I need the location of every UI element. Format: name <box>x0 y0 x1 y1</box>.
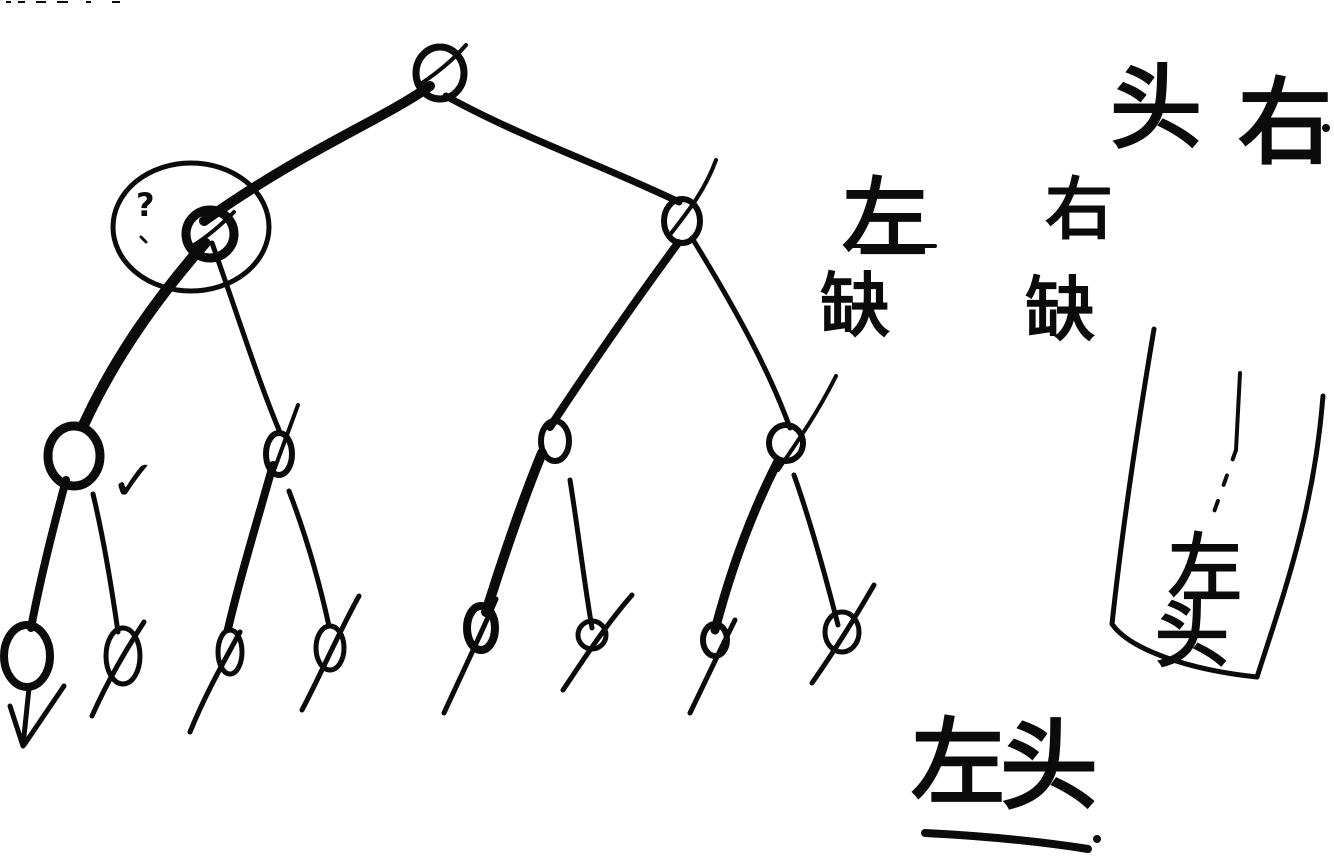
edge-right-lower-right <box>689 235 793 431</box>
edge-l3-b <box>90 491 121 635</box>
root-node <box>412 43 468 103</box>
right-missing-top: 右 <box>1045 171 1113 250</box>
bottom-underline <box>921 829 1092 853</box>
edge-l3-e <box>481 448 547 617</box>
edge-l3-c <box>224 461 277 633</box>
stack-head-label: 头 <box>1155 592 1229 678</box>
tree-nodes: ? <box>0 43 877 749</box>
edge-root-right <box>442 92 683 206</box>
top-left-remnant <box>6 1 120 3</box>
bottom-left-label: 左 <box>911 709 1005 818</box>
missing-labels: 左 缺 右 缺 <box>820 169 1113 351</box>
edge-left-secondleft <box>209 240 282 433</box>
leaf-node-4 <box>299 593 362 713</box>
question-circle: ? <box>110 160 272 294</box>
queue-top-labels: 头 右 <box>1110 55 1332 178</box>
bottom-answer: 左 头 <box>911 709 1101 853</box>
leaf-node-8 <box>809 582 877 686</box>
right-child-node <box>661 158 718 246</box>
edge-l3-a <box>27 476 70 632</box>
level3-node-2 <box>263 403 300 478</box>
stack-container: 左 头 <box>1109 326 1326 680</box>
leaf-node-2 <box>89 619 147 719</box>
edge-right-lower-left <box>546 239 682 431</box>
level3-node-4 <box>766 374 838 472</box>
edge-l3-d <box>286 488 332 629</box>
head-label: 头 <box>1110 55 1202 162</box>
edge-l3-g <box>710 456 783 635</box>
leaf-node-7 <box>687 617 738 716</box>
leaf-node-5 <box>441 596 499 716</box>
left-child-node <box>181 205 239 263</box>
leaf-node-6 <box>560 592 635 693</box>
edge-root-left <box>199 81 435 226</box>
right-missing-bottom: 缺 <box>1025 269 1095 351</box>
leaf-node-3 <box>187 627 245 735</box>
bottom-head-label: 头 <box>1000 710 1098 824</box>
edge-l3-h <box>791 472 841 628</box>
right-label: 右 <box>1238 69 1332 178</box>
level3-node-1 <box>43 421 105 491</box>
edge-l3-f <box>567 477 595 631</box>
stack-left-label: 左 <box>1168 526 1242 612</box>
tree-edges <box>27 81 841 635</box>
leaf-node-1 <box>0 621 67 749</box>
left-missing-top: 左 <box>842 169 928 269</box>
edge-left-leftmost <box>78 237 211 430</box>
checkmark-annotation: ✓ <box>110 449 157 514</box>
level3-node-3 <box>538 418 572 464</box>
checkmark-text: ✓ <box>110 449 157 514</box>
question-mark-text: ? <box>136 186 155 224</box>
left-missing-bottom: 缺 <box>820 265 890 347</box>
